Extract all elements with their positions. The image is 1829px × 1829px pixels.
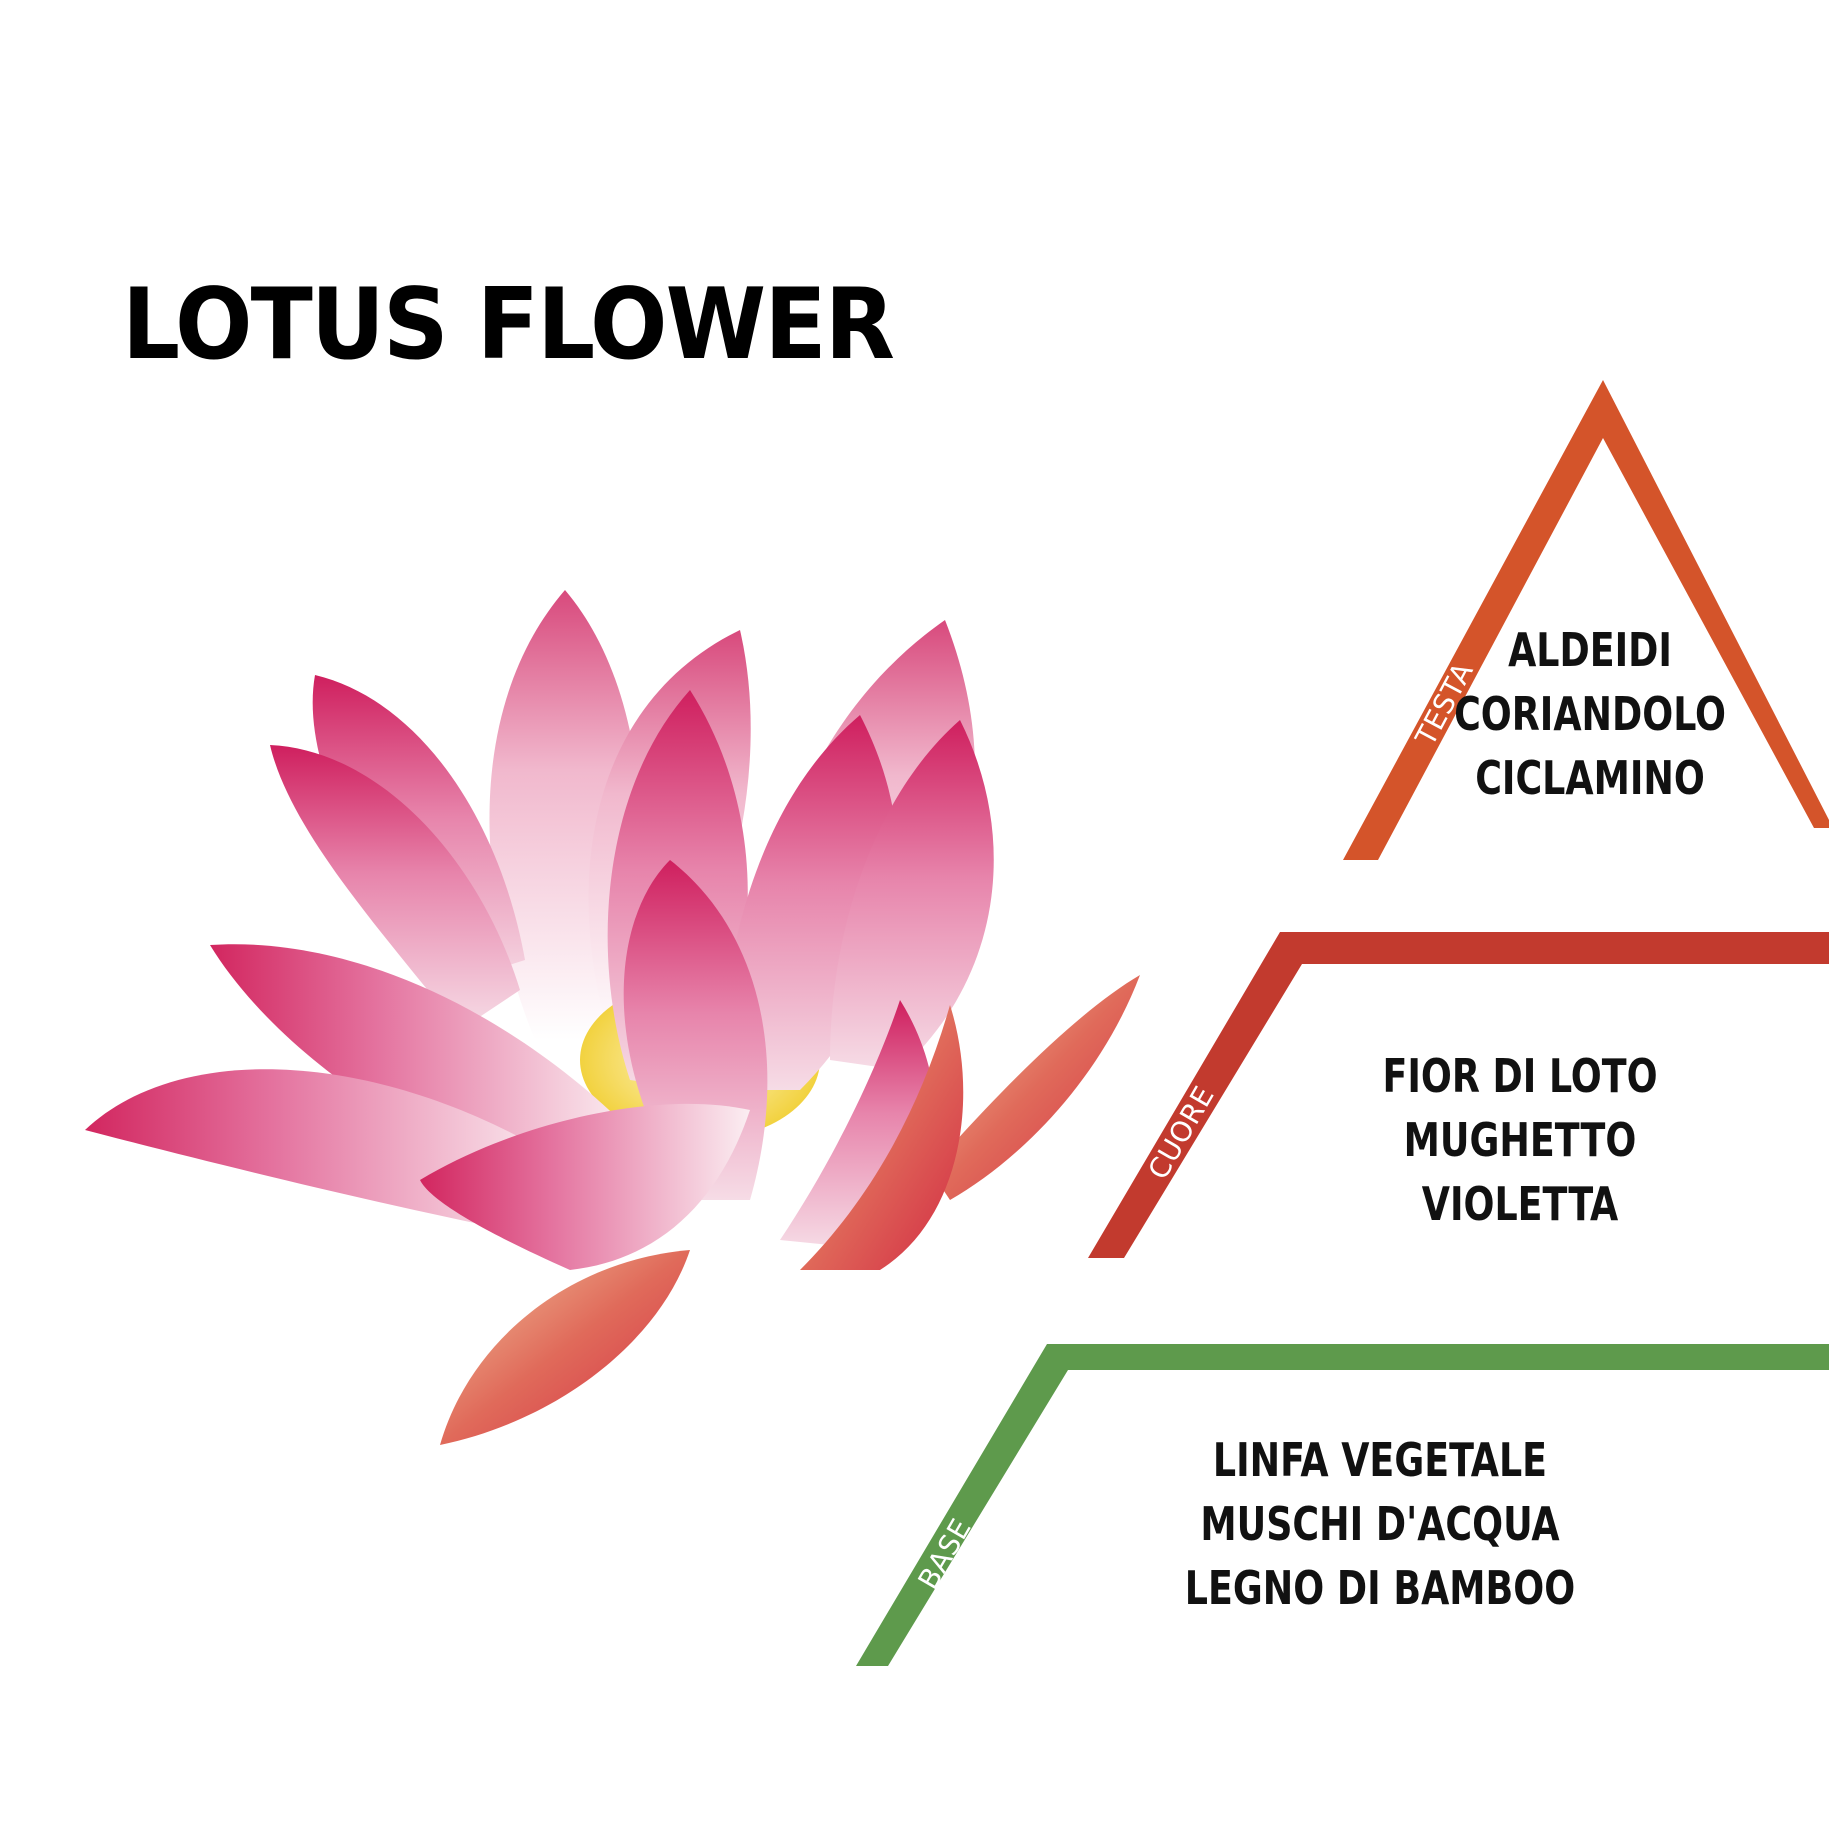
tier-notes-testa: ALDEIDI CORIANDOLO CICLAMINO (1430, 618, 1750, 810)
tier-testa-band (1343, 380, 1829, 860)
note-item: CICLAMINO (1475, 751, 1705, 805)
note-item: LINFA VEGETALE (1212, 1433, 1548, 1487)
note-item: CORIANDOLO (1454, 687, 1726, 741)
note-item: VIOLETTA (1421, 1177, 1619, 1231)
petal (270, 745, 520, 1030)
note-item: MUGHETTO (1403, 1113, 1637, 1167)
petal (830, 720, 994, 1070)
note-item: MUSCHI D'ACQUA (1200, 1497, 1560, 1551)
petal (420, 1103, 750, 1270)
note-item: FIOR DI LOTO (1382, 1049, 1658, 1103)
tier-notes-base: LINFA VEGETALE MUSCHI D'ACQUA LEGNO DI B… (1150, 1428, 1610, 1620)
sepal (800, 1005, 964, 1270)
note-item: ALDEIDI (1508, 623, 1672, 677)
page-title: LOTUS FLOWER (122, 268, 895, 382)
petal (210, 944, 630, 1190)
sepal (930, 975, 1140, 1200)
note-item: LEGNO DI BAMBOO (1184, 1561, 1576, 1615)
tier-notes-cuore: FIOR DI LOTO MUGHETTO VIOLETTA (1340, 1044, 1700, 1236)
sepal (440, 1250, 690, 1445)
